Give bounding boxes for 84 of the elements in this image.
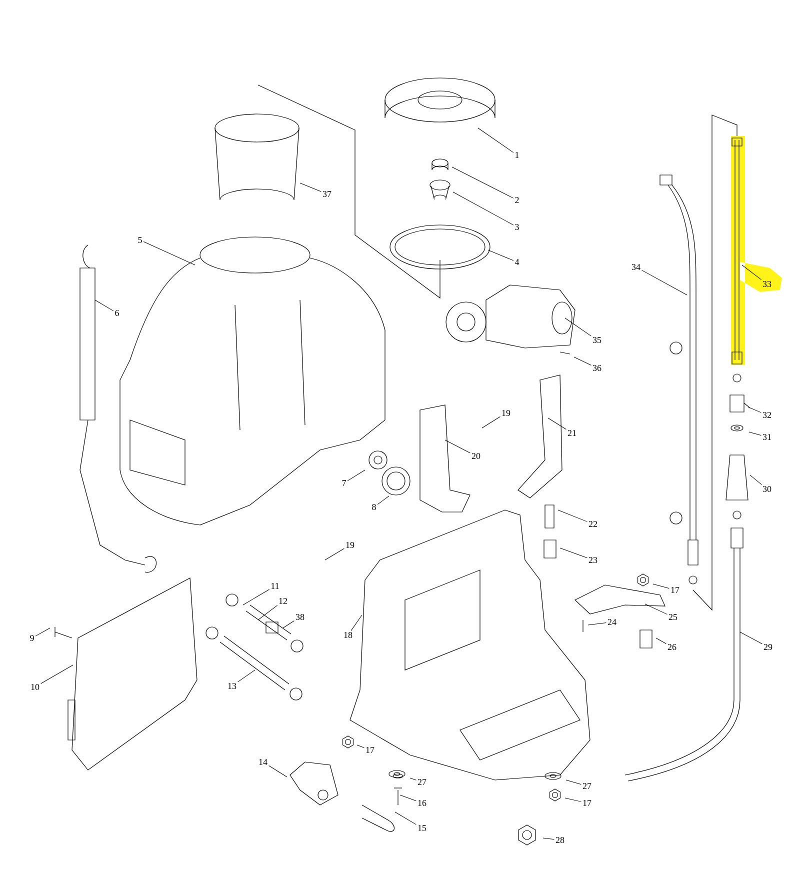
callout-number: 24 <box>608 619 616 625</box>
callout-number: 7 <box>342 480 346 486</box>
callout-number: 4 <box>514 259 520 265</box>
callout-number: 31 <box>762 434 771 440</box>
leader-line <box>400 794 416 802</box>
leader-line <box>452 192 514 226</box>
callout-number: 10 <box>31 684 40 690</box>
leader-line <box>560 548 588 558</box>
leader-line <box>548 418 566 430</box>
callout-number: 17 <box>366 747 374 753</box>
leader-line <box>564 318 592 336</box>
callout-number: 16 <box>418 800 426 806</box>
leader-line <box>748 406 762 413</box>
leader-line <box>750 474 762 485</box>
leader-line <box>347 470 366 482</box>
callout-number: 5 <box>138 237 142 243</box>
callout-number: 17 <box>583 800 592 806</box>
callout-number: 29 <box>764 644 772 650</box>
leader-line <box>642 270 688 296</box>
leader-line <box>566 780 582 785</box>
callout-number: 38 <box>296 614 304 620</box>
leader-line <box>478 128 514 153</box>
callout-number: 32 <box>762 412 771 418</box>
callout-number: 14 <box>259 759 268 765</box>
leader-line <box>574 356 592 366</box>
leader-line <box>410 778 416 780</box>
leader-line <box>350 614 362 631</box>
leader-line <box>238 670 256 682</box>
leader-line <box>300 182 322 192</box>
leader-line <box>40 664 74 684</box>
leader-line <box>356 744 364 748</box>
leader-line <box>748 432 762 436</box>
callout-number: 19 <box>346 542 354 548</box>
leader-line <box>258 605 278 620</box>
callout-number: 11 <box>271 583 279 589</box>
leader-line <box>742 264 762 280</box>
callout-number: 22 <box>588 521 597 527</box>
callout-number: 37 <box>322 190 332 198</box>
callout-number: 36 <box>592 364 602 372</box>
callout-number: 18 <box>344 632 352 638</box>
leader-line <box>94 300 114 312</box>
leader-line <box>542 838 554 840</box>
callout-number: 8 <box>372 504 376 510</box>
leader-line <box>444 440 470 454</box>
leader-line <box>482 416 500 428</box>
leader-line <box>394 812 416 825</box>
leader-line <box>282 620 294 628</box>
callout-number: 20 <box>472 452 480 460</box>
callout-number: 15 <box>418 825 426 832</box>
callout-number: 12 <box>279 598 287 604</box>
leader-line <box>488 250 514 261</box>
callout-number: 33 <box>762 280 772 288</box>
callout-number: 2 <box>515 197 519 203</box>
callout-number: 9 <box>30 634 34 642</box>
leader-line <box>588 622 606 626</box>
leader-line <box>558 510 588 522</box>
leader-line <box>644 604 668 615</box>
callout-number: 28 <box>556 836 564 844</box>
callout-number: 19 <box>502 410 510 416</box>
leader-line <box>740 632 762 644</box>
leader-line <box>35 628 50 636</box>
callout-number: 3 <box>515 224 519 230</box>
leader-line <box>242 589 270 606</box>
callout-number: 34 <box>632 264 640 270</box>
leader-line <box>652 584 670 589</box>
leader-line <box>564 798 582 802</box>
callout-number: 35 <box>592 336 602 344</box>
leader-line <box>452 166 514 198</box>
callout-number: 1 <box>516 152 519 158</box>
callout-number: 13 <box>228 682 236 690</box>
leader-line <box>377 496 390 505</box>
callout-number: 25 <box>668 614 678 620</box>
leader-line <box>268 765 288 778</box>
callout-number: 23 <box>588 556 598 564</box>
leader-line <box>324 548 344 560</box>
leader-line <box>143 241 196 266</box>
callout-number: 27 <box>582 783 592 789</box>
callout-number: 21 <box>568 430 576 436</box>
callout-number: 17 <box>671 587 680 593</box>
leader-line <box>656 638 666 644</box>
callout-number: 26 <box>668 644 676 650</box>
callout-number: 27 <box>418 779 426 785</box>
callout-number: 6 <box>115 310 119 316</box>
callout-number: 30 <box>762 486 772 492</box>
